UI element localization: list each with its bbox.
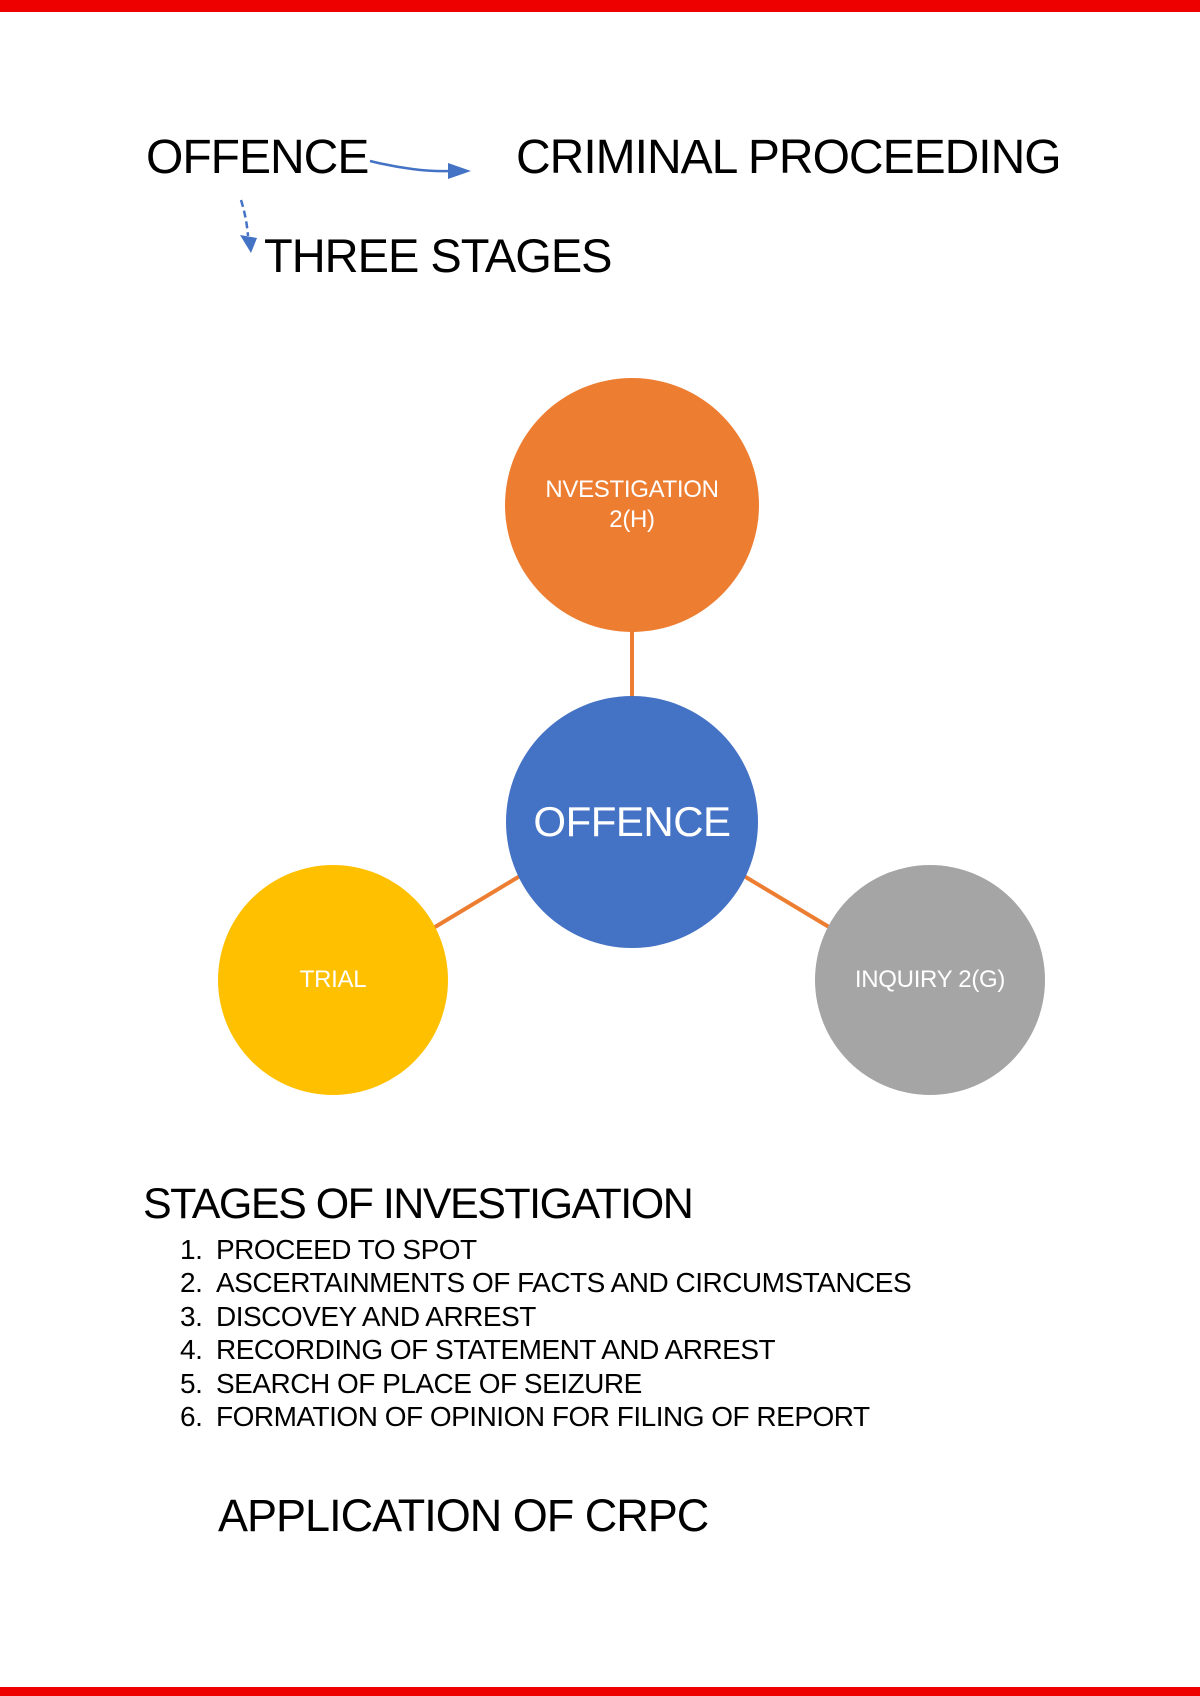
list-item-number: 2. [180,1267,203,1299]
offence-heading: OFFENCE [146,131,369,184]
list-item-number: 1. [180,1233,203,1265]
arrow-right-icon [369,159,471,179]
list-item: 2. ASCERTAINMENTS OF FACTS AND CIRCUMSTA… [180,1267,912,1301]
list-item-text: RECORDING OF STATEMENT AND ARREST [216,1334,776,1366]
list-item-text: DISCOVEY AND ARREST [216,1300,536,1332]
node-label-inquiry: INQUIRY 2(G) [854,966,1006,993]
list-item-text: ASCERTAINMENTS OF FACTS AND CIRCUMSTANCE… [216,1267,912,1299]
list-item: 6. FORMATION OF OPINION FOR FILING OF RE… [180,1401,911,1435]
list-item: 1. PROCEED TO SPOT [180,1233,911,1267]
three-stages-heading: THREE STAGES [264,229,613,282]
application-of-crpc-heading: APPLICATION OF CRPC [218,1490,709,1541]
list-item-number: 6. [180,1401,203,1433]
list-item-text: SEARCH OF PLACE OF SEIZURE [216,1367,642,1399]
list-item-text: PROCEED TO SPOT [216,1233,477,1265]
node-label-trial: TRIAL [299,966,367,993]
list-item-number: 5. [180,1367,203,1399]
list-item: 4. RECORDING OF STATEMENT AND ARREST [180,1334,911,1368]
list-item: 3. DISCOVEY AND ARREST [180,1300,911,1334]
diagram-node-investigation: NVESTIGATION 2(H) [505,378,759,632]
top-red-bar [0,0,1200,12]
bottom-red-bar [0,1687,1200,1696]
criminal-proceeding-heading: CRIMINAL PROCEEDING [516,131,1062,184]
list-item: 5. SEARCH OF PLACE OF SEIZURE [180,1367,911,1401]
diagram-node-offence: OFFENCE [506,696,758,948]
arrow-down-icon [239,199,257,253]
list-item-number: 4. [180,1334,203,1366]
node-label-offence: OFFENCE [533,798,731,845]
list-item-text: FORMATION OF OPINION FOR FILING OF REPOR… [216,1401,870,1433]
diagram-node-trial: TRIAL [218,865,448,1095]
list-item-number: 3. [180,1300,203,1332]
node-label-investigation: NVESTIGATION 2(H) [545,476,719,533]
stages-of-investigation-heading: STAGES OF INVESTIGATION [143,1180,694,1228]
stages-list: 1. PROCEED TO SPOT 2. ASCERTAINMENTS OF … [180,1233,912,1435]
diagram-node-inquiry: INQUIRY 2(G) [815,865,1045,1095]
